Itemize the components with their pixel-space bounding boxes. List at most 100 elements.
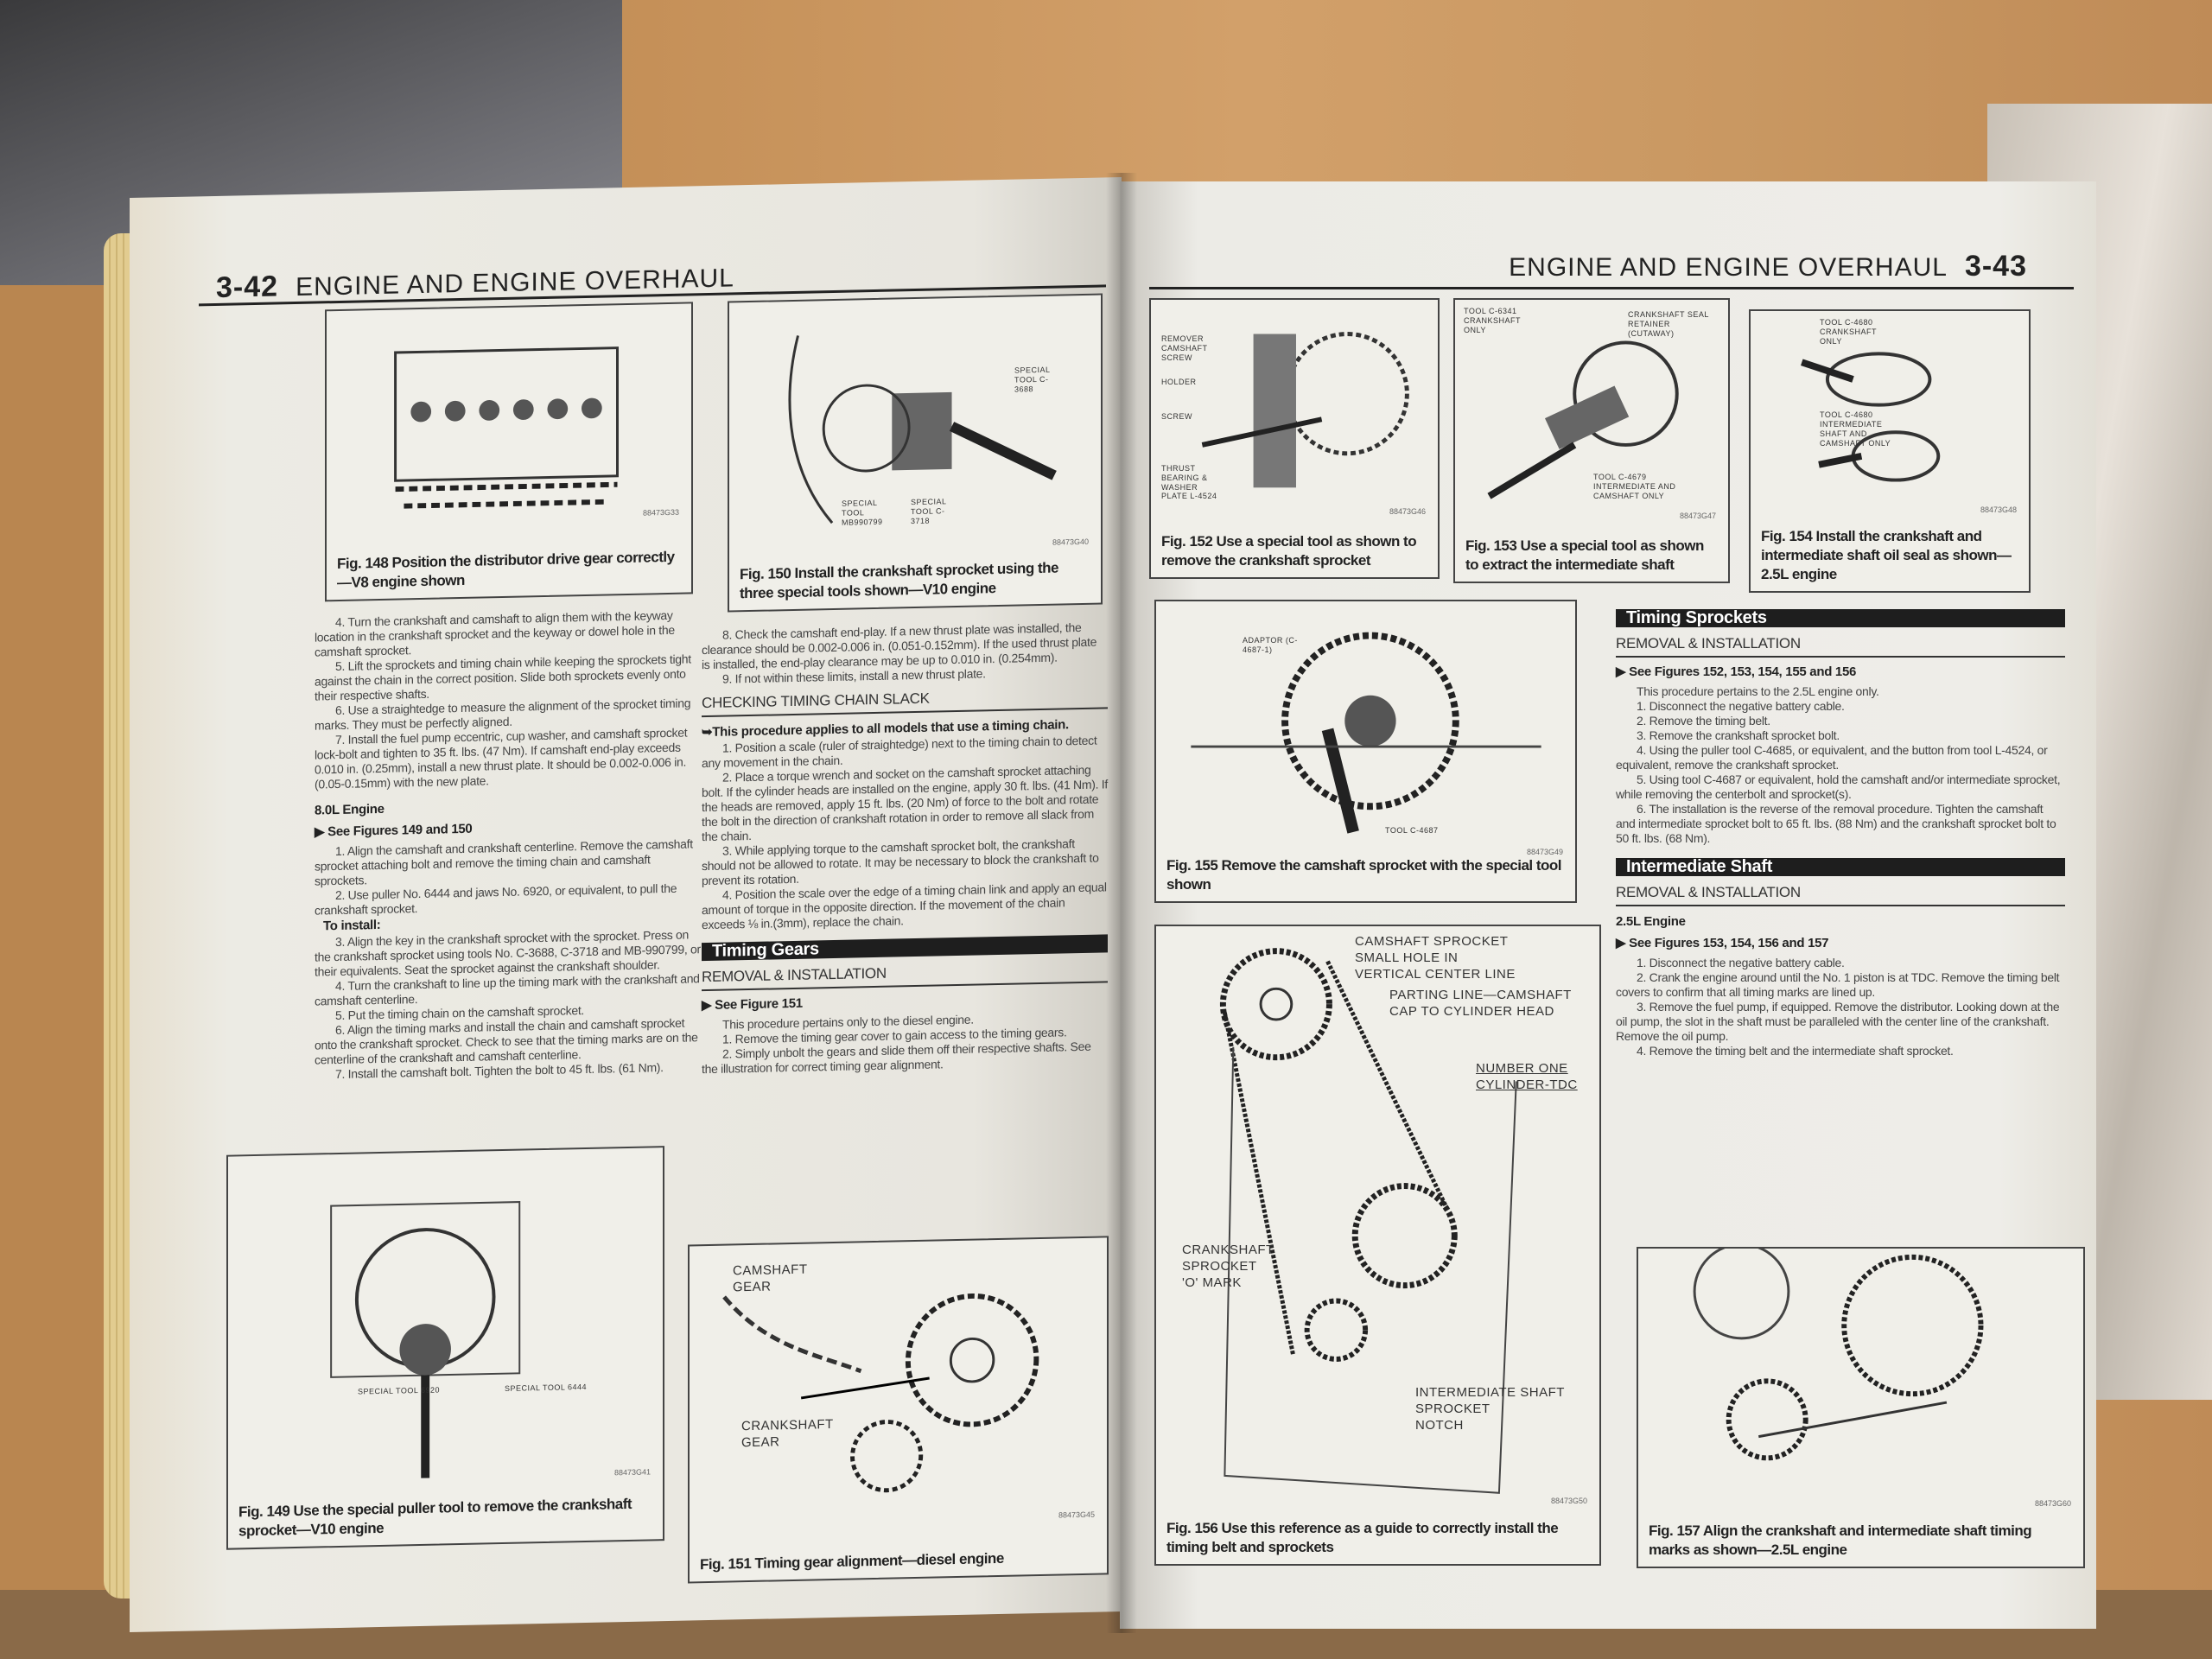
step: 6. Align the timing marks and install th… [315,1015,698,1067]
label: ADAPTOR (C-4687-1) [1243,636,1298,654]
timing-belt-illustration [1219,948,1517,1494]
section-bar: Timing Gears [702,934,1108,962]
step: 3. Remove the crankshaft sprocket bolt. [1637,728,1840,742]
figure-151: CAMSHAFT GEAR CRANKSHAFT GEAR 88473G45 F… [688,1236,1109,1584]
label: PARTING LINE—CAMSHAFT [1389,988,1572,1002]
label: 'O' MARK [1182,1275,1242,1290]
label: SPECIAL TOOL 6444 [505,1382,588,1393]
label: THRUST BEARING & WASHER [1161,464,1208,492]
step: 2. Place a torque wrench and socket on t… [702,762,1108,844]
engine-block-illustration [394,346,619,509]
engine-heading: 2.5L Engine [1616,914,1686,929]
step: 2. Crank the engine around until the No.… [1616,970,2060,999]
step: 5. Using tool C-4687 or equivalent, hold… [1616,772,2061,801]
label: SPECIAL TOOL C-3688 [1014,365,1051,394]
figure-150: SPECIAL TOOL C-3688 SPECIAL TOOL MB99079… [728,293,1103,613]
label: TOOL C-4680 CRANKSHAFT ONLY [1820,318,1877,346]
label: HOLDER [1161,378,1197,386]
figure-code: 88473G33 [642,507,679,518]
engine-heading: 8.0L Engine [315,801,385,818]
step: 6. The installation is the reverse of th… [1616,802,2056,845]
figure-code: 88473G40 [1052,537,1089,547]
label: SMALL HOLE IN [1355,950,1459,965]
step: 4. Position the scale over the edge of a… [702,880,1107,932]
label: PLATE L-4524 [1161,492,1217,500]
figure-code: 88473G49 [1526,848,1563,856]
figure-code: 88473G50 [1550,1497,1587,1505]
step: 2. Remove the timing belt. [1637,714,1770,728]
figure-156: CAMSHAFT SPROCKET SMALL HOLE IN VERTICAL… [1154,925,1601,1566]
label: SPECIAL TOOL 6920 [358,1385,441,1396]
subheading: REMOVAL & INSTALLATION [1616,636,2065,658]
label: SPROCKET [1415,1402,1491,1416]
figure-149: SPECIAL TOOL 6920 SPECIAL TOOL 6444 8847… [226,1146,664,1550]
subheading: REMOVAL & INSTALLATION [702,961,1108,992]
figure-code: 88473G46 [1389,507,1426,516]
label: NOTCH [1415,1418,1464,1433]
figure-157: 88473G60 Fig. 157 Align the crankshaft a… [1637,1247,2085,1568]
label: TOOL C-6341 CRANKSHAFT ONLY [1464,307,1521,334]
figure-caption: Fig. 157 Align the crankshaft and interm… [1649,1522,2032,1558]
label: TOOL C-4687 [1385,826,1439,835]
label: VERTICAL CENTER LINE [1355,967,1516,982]
see-figures-link[interactable]: ▶ See Figures 149 and 150 [315,821,473,840]
figure-caption: Fig. 155 Remove the camshaft sprocket wi… [1166,857,1562,893]
page-number: 3-43 [1964,250,2027,283]
label: SPROCKET [1182,1259,1257,1274]
subheading: REMOVAL & INSTALLATION [1616,885,2065,906]
figure-148: 88473G33 Fig. 148 Position the distribut… [325,302,693,602]
sprocket-remover-illustration [1201,332,1409,488]
step: 5. Lift the sprockets and timing chain w… [315,652,691,703]
puller-tool-illustration [330,1201,521,1478]
step: 3. Align the key in the crankshaft sproc… [315,927,701,979]
label: CRANKSHAFT [1182,1243,1274,1257]
figure-code: 88473G48 [1980,505,2017,514]
figure-code: 88473G45 [1058,1510,1095,1520]
label: SPECIAL TOOL C-3718 [911,497,947,526]
figure-caption: Fig. 152 Use a special tool as shown to … [1161,533,1417,569]
label: CYLINDER-TDC [1476,1077,1578,1092]
figure-caption: Fig. 150 Install the crankshaft sprocket… [740,559,1058,602]
see-figures-text: See Figures 153, 154, 156 and 157 [1629,936,1829,950]
header-rule [1149,287,2074,289]
see-figure-text: See Figure 151 [715,995,803,1013]
label: CRANKSHAFT GEAR [741,1416,834,1451]
label: SPECIAL TOOL MB990799 [842,498,883,527]
crankshaft-sprocket-illustration [788,335,1057,524]
step: 7. Install the fuel pump eccentric, cup … [315,725,688,791]
figure-caption: Fig. 148 Position the distributor drive … [337,548,675,592]
label: CAP TO CYLINDER HEAD [1389,1004,1554,1019]
see-figures-text: See Figures 149 and 150 [327,821,473,840]
label: TOOL C-4679 INTERMEDIATE AND CAMSHAFT ON… [1593,473,1676,500]
label: CAMSHAFT SPROCKET [1355,934,1509,949]
see-figure-link[interactable]: ▶ See Figure 151 [702,995,803,1014]
step: 1. Disconnect the negative battery cable… [1637,699,1845,713]
label: CRANKSHAFT SEAL RETAINER (CUTAWAY) [1628,310,1709,338]
camshaft-sprocket-tool-illustration [1191,632,1541,834]
figure-155: ADAPTOR (C-4687-1) TOOL C-4687 88473G49 … [1154,600,1577,903]
section-bar: Timing Sprockets [1616,609,2065,627]
timing-gear-illustration [722,1293,1039,1493]
step: 4. Turn the crankshaft and camshaft to a… [315,607,675,659]
figure-152: REMOVER CAMSHAFT SCREW HOLDER SCREW THRU… [1149,298,1440,579]
figure-153: TOOL C-6341 CRANKSHAFT ONLY CRANKSHAFT S… [1453,298,1730,583]
step: 8. Check the camshaft end-play. If a new… [702,620,1097,672]
step: 1. Align the camshaft and crankshaft cen… [315,836,693,888]
figure-caption: Fig. 153 Use a special tool as shown to … [1465,537,1704,573]
figure-caption: Fig. 154 Install the crankshaft and inte… [1761,528,2012,582]
label: NUMBER ONE [1476,1061,1568,1076]
label: CAMSHAFT GEAR [733,1262,808,1295]
step: 4. Using the puller tool C-4685, or equi… [1616,743,2048,772]
step: 1. Disconnect the negative battery cable… [1637,956,1845,969]
figure-code: 88473G47 [1679,512,1716,520]
intermediate-shaft-tool-illustration [1487,340,1679,499]
timing-marks-illustration [1693,1249,1984,1461]
figure-code: 88473G41 [613,1467,651,1478]
see-figures-link[interactable]: ▶ See Figures 153, 154, 156 and 157 [1616,936,1829,950]
subheading: CHECKING TIMING CHAIN SLACK [702,687,1108,718]
see-figures-link[interactable]: ▶ See Figures 152, 153, 154, 155 and 156 [1616,664,1857,679]
step: 3. Remove the fuel pump, if equipped. Re… [1616,1000,2060,1043]
